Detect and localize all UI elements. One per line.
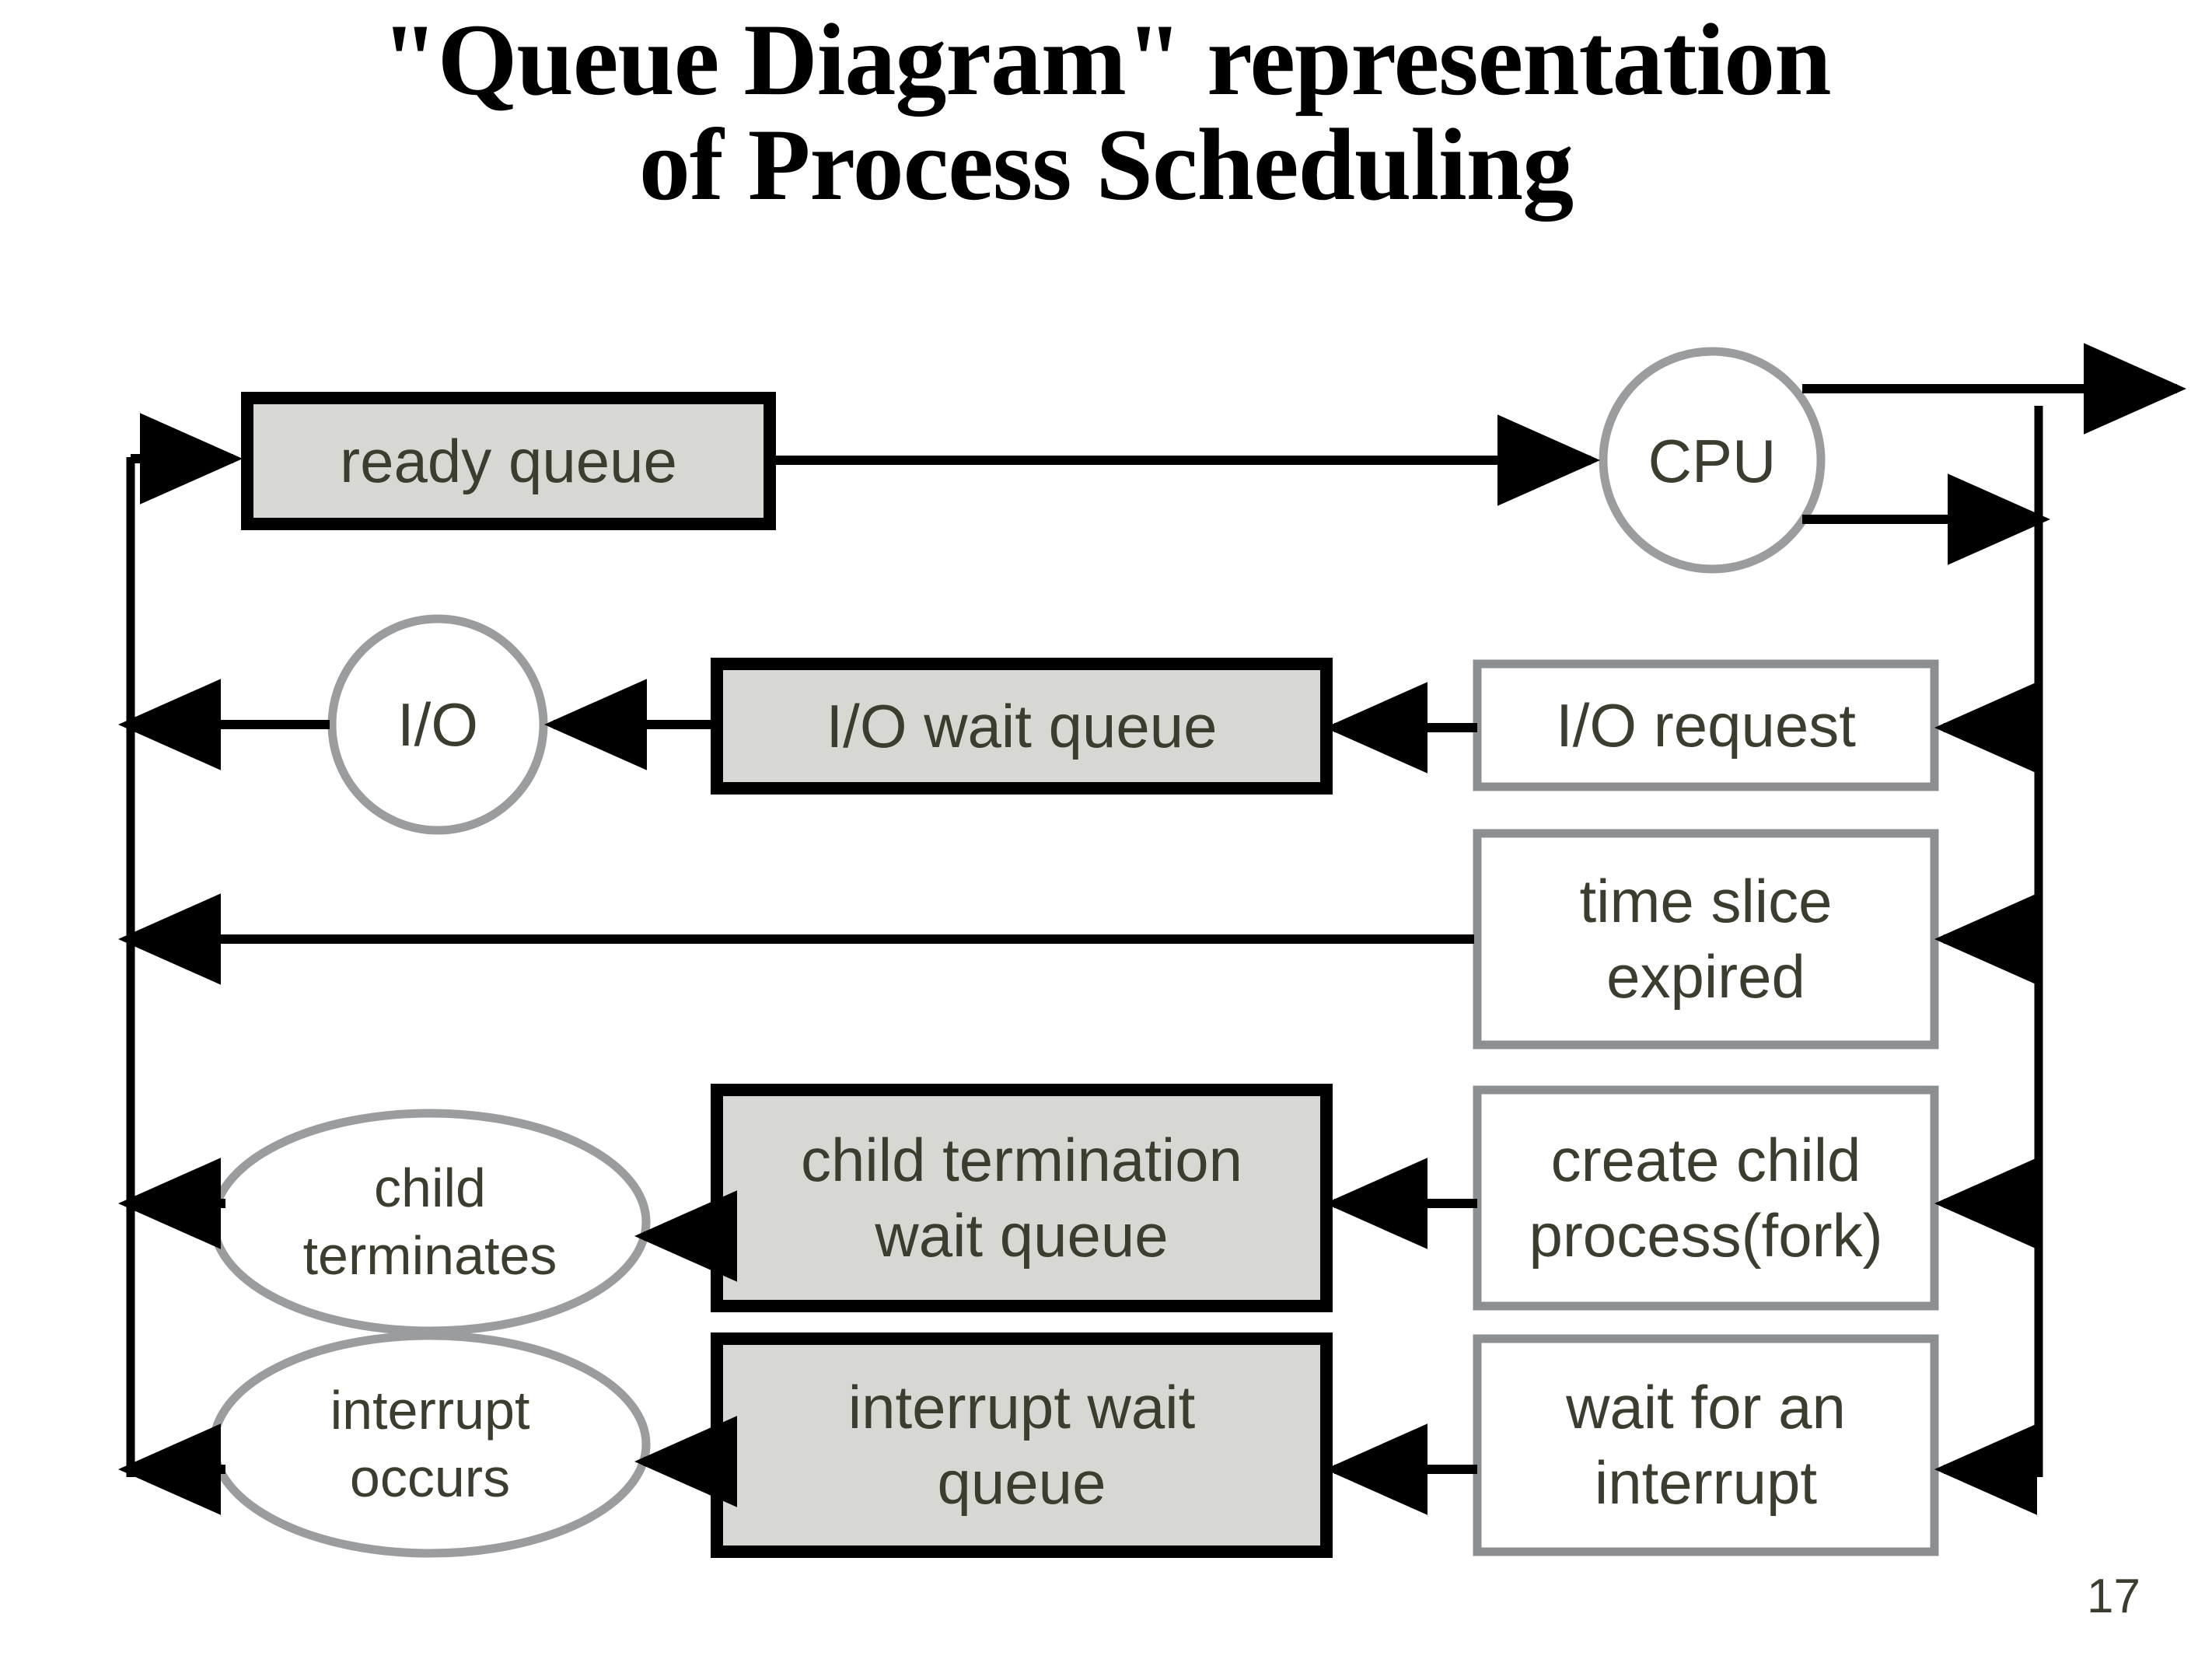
io-request-box[interactable] [1473, 659, 1939, 791]
child-termination-wait-queue-box[interactable] [711, 1084, 1333, 1312]
cpu-circle[interactable] [1599, 347, 1826, 574]
io-wait-queue-box[interactable] [711, 658, 1333, 795]
title-line-2: of Process Scheduling [638, 107, 1574, 222]
title-line-1: "Queue Diagram" representation [381, 2, 1831, 117]
time-slice-expired-box[interactable] [1473, 829, 1939, 1050]
io-circle[interactable] [327, 614, 548, 835]
wait-for-interrupt-box[interactable] [1473, 1334, 1939, 1556]
page-number: 17 [2087, 1570, 2140, 1623]
child-terminates-ellipse[interactable] [209, 1109, 651, 1336]
create-child-process-box[interactable] [1473, 1085, 1939, 1311]
page-title: "Queue Diagram" representation of Proces… [0, 7, 2212, 222]
interrupt-wait-queue-box[interactable] [711, 1332, 1333, 1558]
ready-queue-box[interactable] [241, 392, 776, 530]
interrupt-occurs-ellipse[interactable] [209, 1331, 651, 1558]
